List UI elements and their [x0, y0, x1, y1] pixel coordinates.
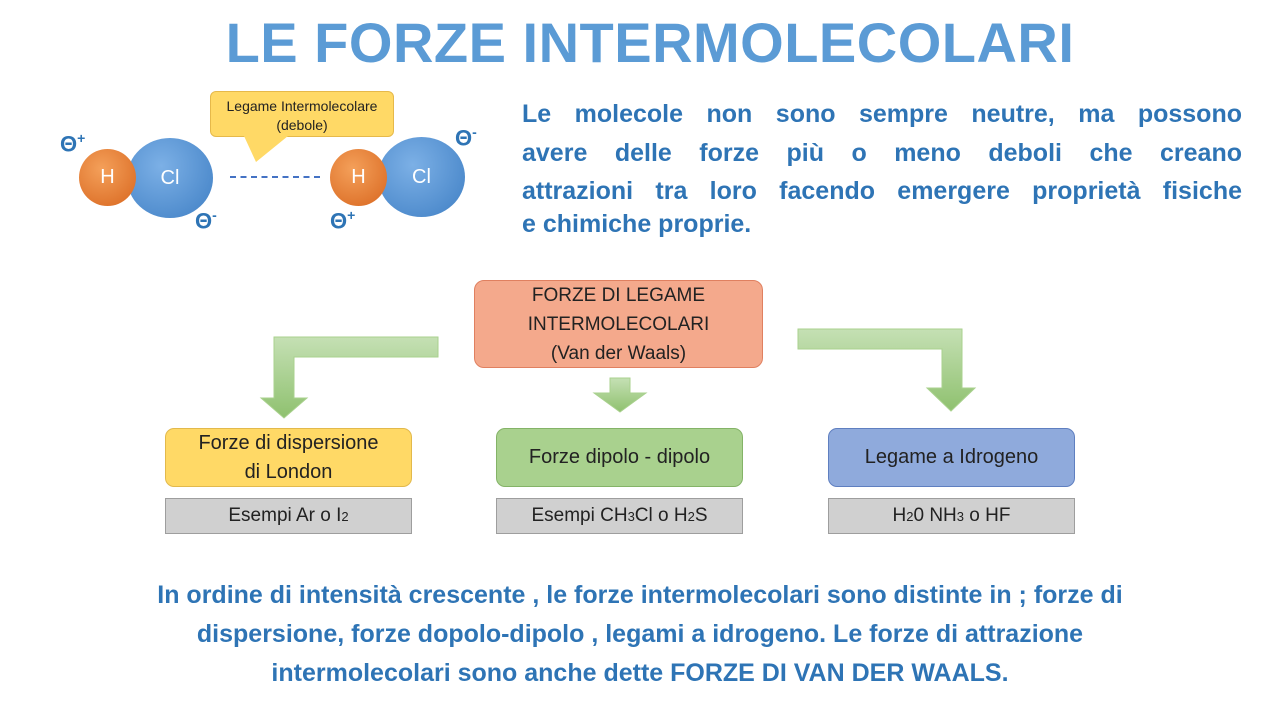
chlorine-atom-right: Cl	[378, 137, 465, 217]
intro-line-4: e chimiche proprie.	[522, 210, 752, 238]
charge-left-h: Θ+	[60, 130, 86, 157]
dispersion-line-2: di London	[244, 460, 333, 483]
charge-left-cl: Θ-	[195, 207, 217, 234]
intro-paragraph: Le molecole non sono sempre neutre, ma p…	[522, 95, 1242, 211]
main-box-line-1: FORZE DI LEGAME	[531, 284, 706, 306]
summary-paragraph: In ordine di intensità crescente , le fo…	[60, 576, 1220, 693]
callout-line-1: Legame Intermolecolare	[226, 98, 378, 114]
summary-line-3: intermolecolari sono anche dette FORZE D…	[271, 659, 1009, 687]
callout-line-2: (debole)	[276, 117, 328, 133]
intro-line-2: avere delle forze più o meno deboli che …	[522, 138, 1242, 167]
dispersion-line-1: Forze di dispersione	[198, 431, 379, 454]
charge-right-h: Θ+	[330, 207, 356, 234]
intro-line-3: attrazioni tra loro facendo emergere pro…	[522, 177, 1242, 205]
dispersion-forces-box: Forze di dispersione di London	[165, 428, 412, 487]
main-box-line-3: (Van der Waals)	[550, 342, 687, 364]
chlorine-atom-left: Cl	[127, 138, 213, 218]
summary-line-1: In ordine di intensità crescente , le fo…	[157, 581, 1123, 609]
arrow-left	[259, 336, 439, 419]
hydrogen-bond-box: Legame a Idrogeno	[828, 428, 1075, 487]
main-forces-box: FORZE DI LEGAME INTERMOLECOLARI (Van der…	[474, 280, 763, 368]
intermolecular-bond-line	[230, 176, 320, 178]
arrow-center	[592, 377, 648, 413]
intro-line-1: Le molecole non sono sempre neutre, ma p…	[522, 100, 1242, 128]
summary-line-2: dispersione, forze dopolo-dipolo , legam…	[196, 620, 1084, 648]
page-title: LE FORZE INTERMOLECOLARI	[225, 11, 1075, 74]
main-box-line-2: INTERMOLECOLARI	[527, 313, 710, 335]
callout-pointer	[244, 136, 288, 162]
hydrogen-atom-left: H	[79, 149, 136, 206]
dipole-forces-box: Forze dipolo - dipolo	[496, 428, 743, 487]
bond-callout: Legame Intermolecolare (debole)	[210, 91, 394, 137]
charge-right-cl: Θ-	[455, 124, 477, 151]
hydrogen-atom-right: H	[330, 149, 387, 206]
arrow-right	[797, 328, 977, 412]
